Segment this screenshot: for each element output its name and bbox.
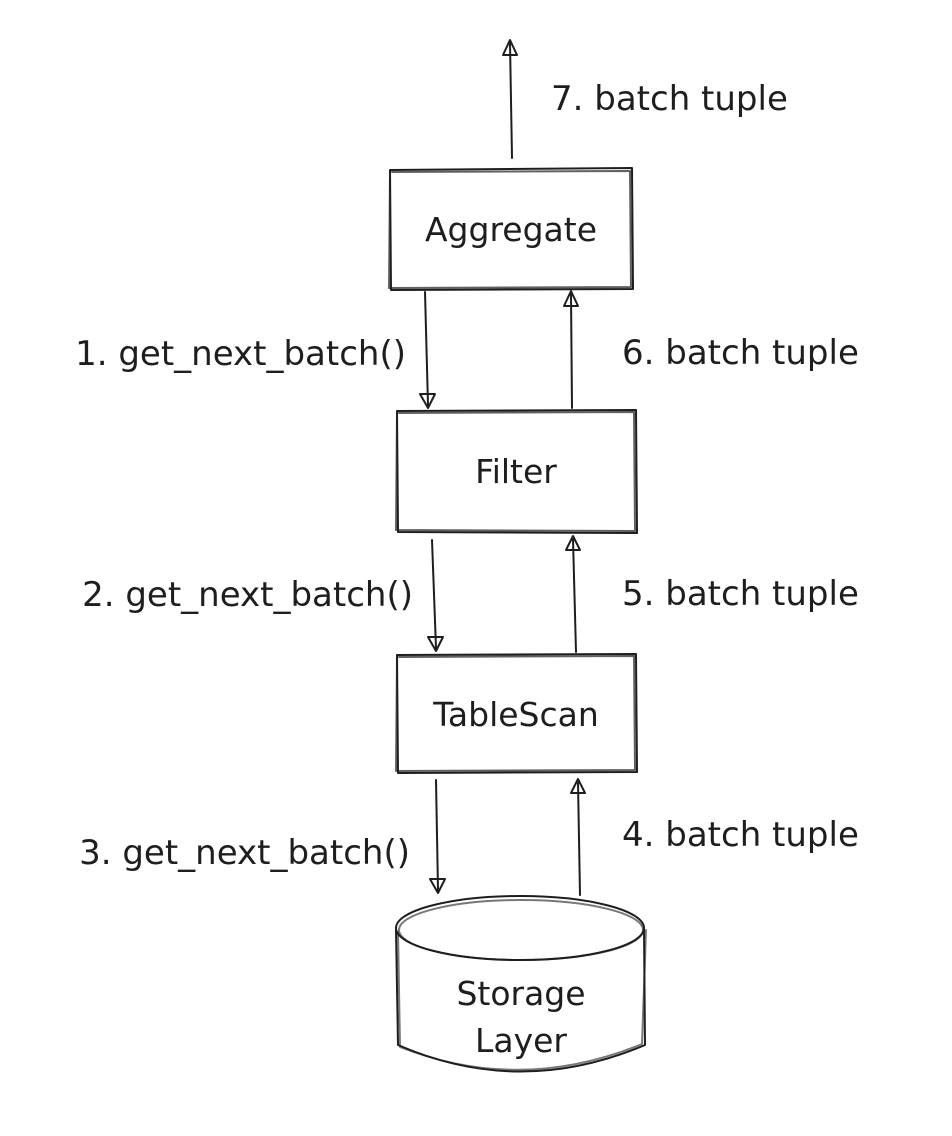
arrow-step4-shaft (577, 781, 581, 896)
aggregate-box (389, 167, 634, 291)
arrow-step2-shaft (431, 539, 437, 649)
aggregate-box-overstroke (388, 170, 632, 289)
tablescan-box (396, 653, 638, 774)
arrow-step5-head (565, 535, 581, 551)
arrow-step2-head (427, 636, 444, 652)
aggregate-node: Aggregate (388, 167, 634, 291)
arrow-step5 (565, 535, 581, 653)
storage-body-overstroke (397, 929, 647, 1071)
arrow-step5-shaft (572, 538, 577, 653)
edge-label-step3: 3. get_next_batch() (79, 833, 410, 873)
arrow-step6 (563, 290, 579, 409)
filter-node: Filter (395, 409, 638, 534)
arrow-step3-head (429, 878, 446, 894)
arrow-step1-head (419, 393, 436, 409)
edge-label-step5: 5. batch tuple (622, 574, 859, 614)
arrow-step7 (502, 39, 518, 159)
arrow-step4 (570, 778, 586, 896)
arrow-step6-shaft (570, 293, 573, 409)
edge-label-step4: 4. batch tuple (622, 815, 859, 855)
edge-label-step6: 6. batch tuple (622, 333, 859, 373)
arrow-step4-head (570, 778, 586, 794)
edge-label-step2: 2. get_next_batch() (82, 575, 413, 615)
arrow-step2 (427, 539, 444, 652)
arrow-step3-shaft (435, 779, 439, 891)
edge-label-step7: 7. batch tuple (551, 79, 788, 119)
tablescan-label: TableScan (432, 695, 599, 734)
arrow-step7-shaft (509, 42, 513, 159)
tablescan-node: TableScan (395, 653, 638, 774)
filter-box (396, 409, 638, 534)
aggregate-label: Aggregate (425, 210, 597, 249)
storage-label-line2: Layer (475, 1021, 567, 1060)
arrow-step6-head (563, 290, 579, 307)
arrow-step1-shaft (424, 291, 429, 406)
storage-label-line1: Storage (456, 974, 585, 1013)
filter-box-overstroke (395, 411, 636, 532)
arrow-step3 (429, 779, 446, 894)
filter-label: Filter (475, 452, 557, 491)
arrow-step1 (419, 291, 436, 409)
edge-label-step1: 1. get_next_batch() (75, 334, 406, 374)
storage-top-ellipse-overstroke (398, 899, 644, 961)
arrow-step7-head (502, 39, 518, 56)
tablescan-box-overstroke (395, 655, 636, 772)
storage-node: Storage Layer (395, 895, 647, 1073)
